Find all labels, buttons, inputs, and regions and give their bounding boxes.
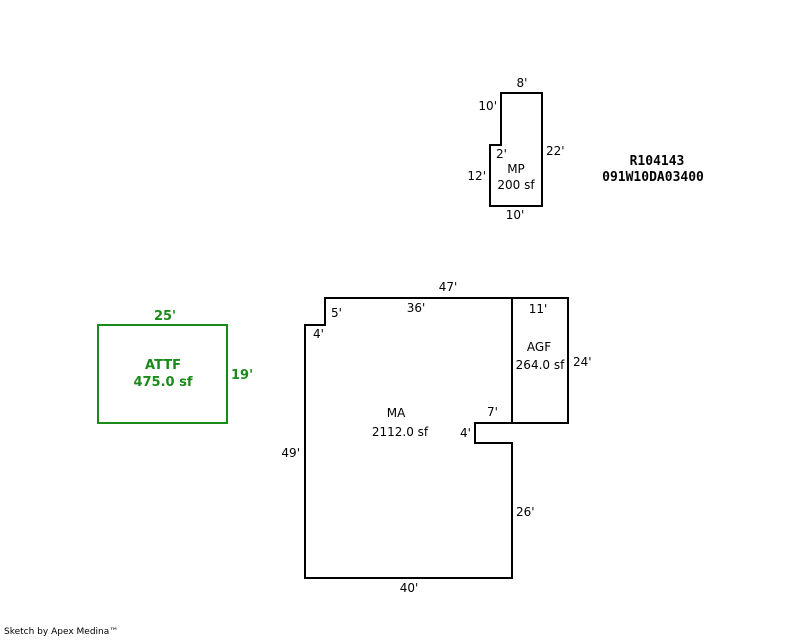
mp-dim-right: 22' xyxy=(546,144,565,158)
attf-dim-top: 25' xyxy=(154,309,176,324)
agf-outline xyxy=(511,297,569,424)
ma-dim-left: 49' xyxy=(281,446,300,460)
ma-dim-right: 26' xyxy=(516,505,535,519)
attf-dim-right: 19' xyxy=(231,368,253,383)
ma-dim-step-side: 4' xyxy=(313,327,324,341)
parcel-account: R104143 xyxy=(630,154,685,169)
ma-code: MA xyxy=(387,406,406,420)
ma-area: 2112.0 sf xyxy=(372,425,429,439)
mp-outline xyxy=(489,92,543,207)
ma-dim-step-top: 5' xyxy=(331,306,342,320)
attf-area: 475.0 sf xyxy=(133,375,192,390)
mp-code: MP xyxy=(507,162,525,176)
parcel-ids: R104143 091W10DA03400 xyxy=(602,154,704,185)
attf-code: ATTF xyxy=(145,358,181,373)
ma-dim-top: 36' xyxy=(407,301,426,315)
mp-dim-bottom: 10' xyxy=(506,208,525,222)
ma-dim-overall-top: 47' xyxy=(439,280,458,294)
agf-code: AGF xyxy=(527,340,551,354)
ma-section: 47' 36' 5' 4' 49' 40' 26' 7' 4' MA 2112.… xyxy=(281,280,534,595)
mp-dim-lower-left: 12' xyxy=(467,169,486,183)
mp-dim-upper-left: 10' xyxy=(478,99,497,113)
attf-outline xyxy=(97,324,228,424)
agf-dim-top: 11' xyxy=(529,302,548,316)
agf-section: 11' 24' AGF 264.0 sf xyxy=(511,297,592,424)
parcel-map-tax-lot: 091W10DA03400 xyxy=(602,170,704,185)
ma-dim-bottom: 40' xyxy=(400,581,419,595)
mp-dim-notch: 2' xyxy=(496,147,507,161)
ma-dim-notch-top: 7' xyxy=(487,405,498,419)
mp-dim-top: 8' xyxy=(517,76,528,90)
agf-area: 264.0 sf xyxy=(516,358,565,372)
mp-area: 200 sf xyxy=(497,178,535,192)
sketch-credit: Sketch by Apex Medina™ xyxy=(4,627,119,637)
mp-section: 8' 10' 22' 2' 12' 10' MP 200 sf xyxy=(467,76,564,222)
ma-dim-notch-side: 4' xyxy=(460,426,471,440)
attf-section: 25' 19' ATTF 475.0 sf xyxy=(97,309,253,424)
agf-dim-right: 24' xyxy=(573,355,592,369)
